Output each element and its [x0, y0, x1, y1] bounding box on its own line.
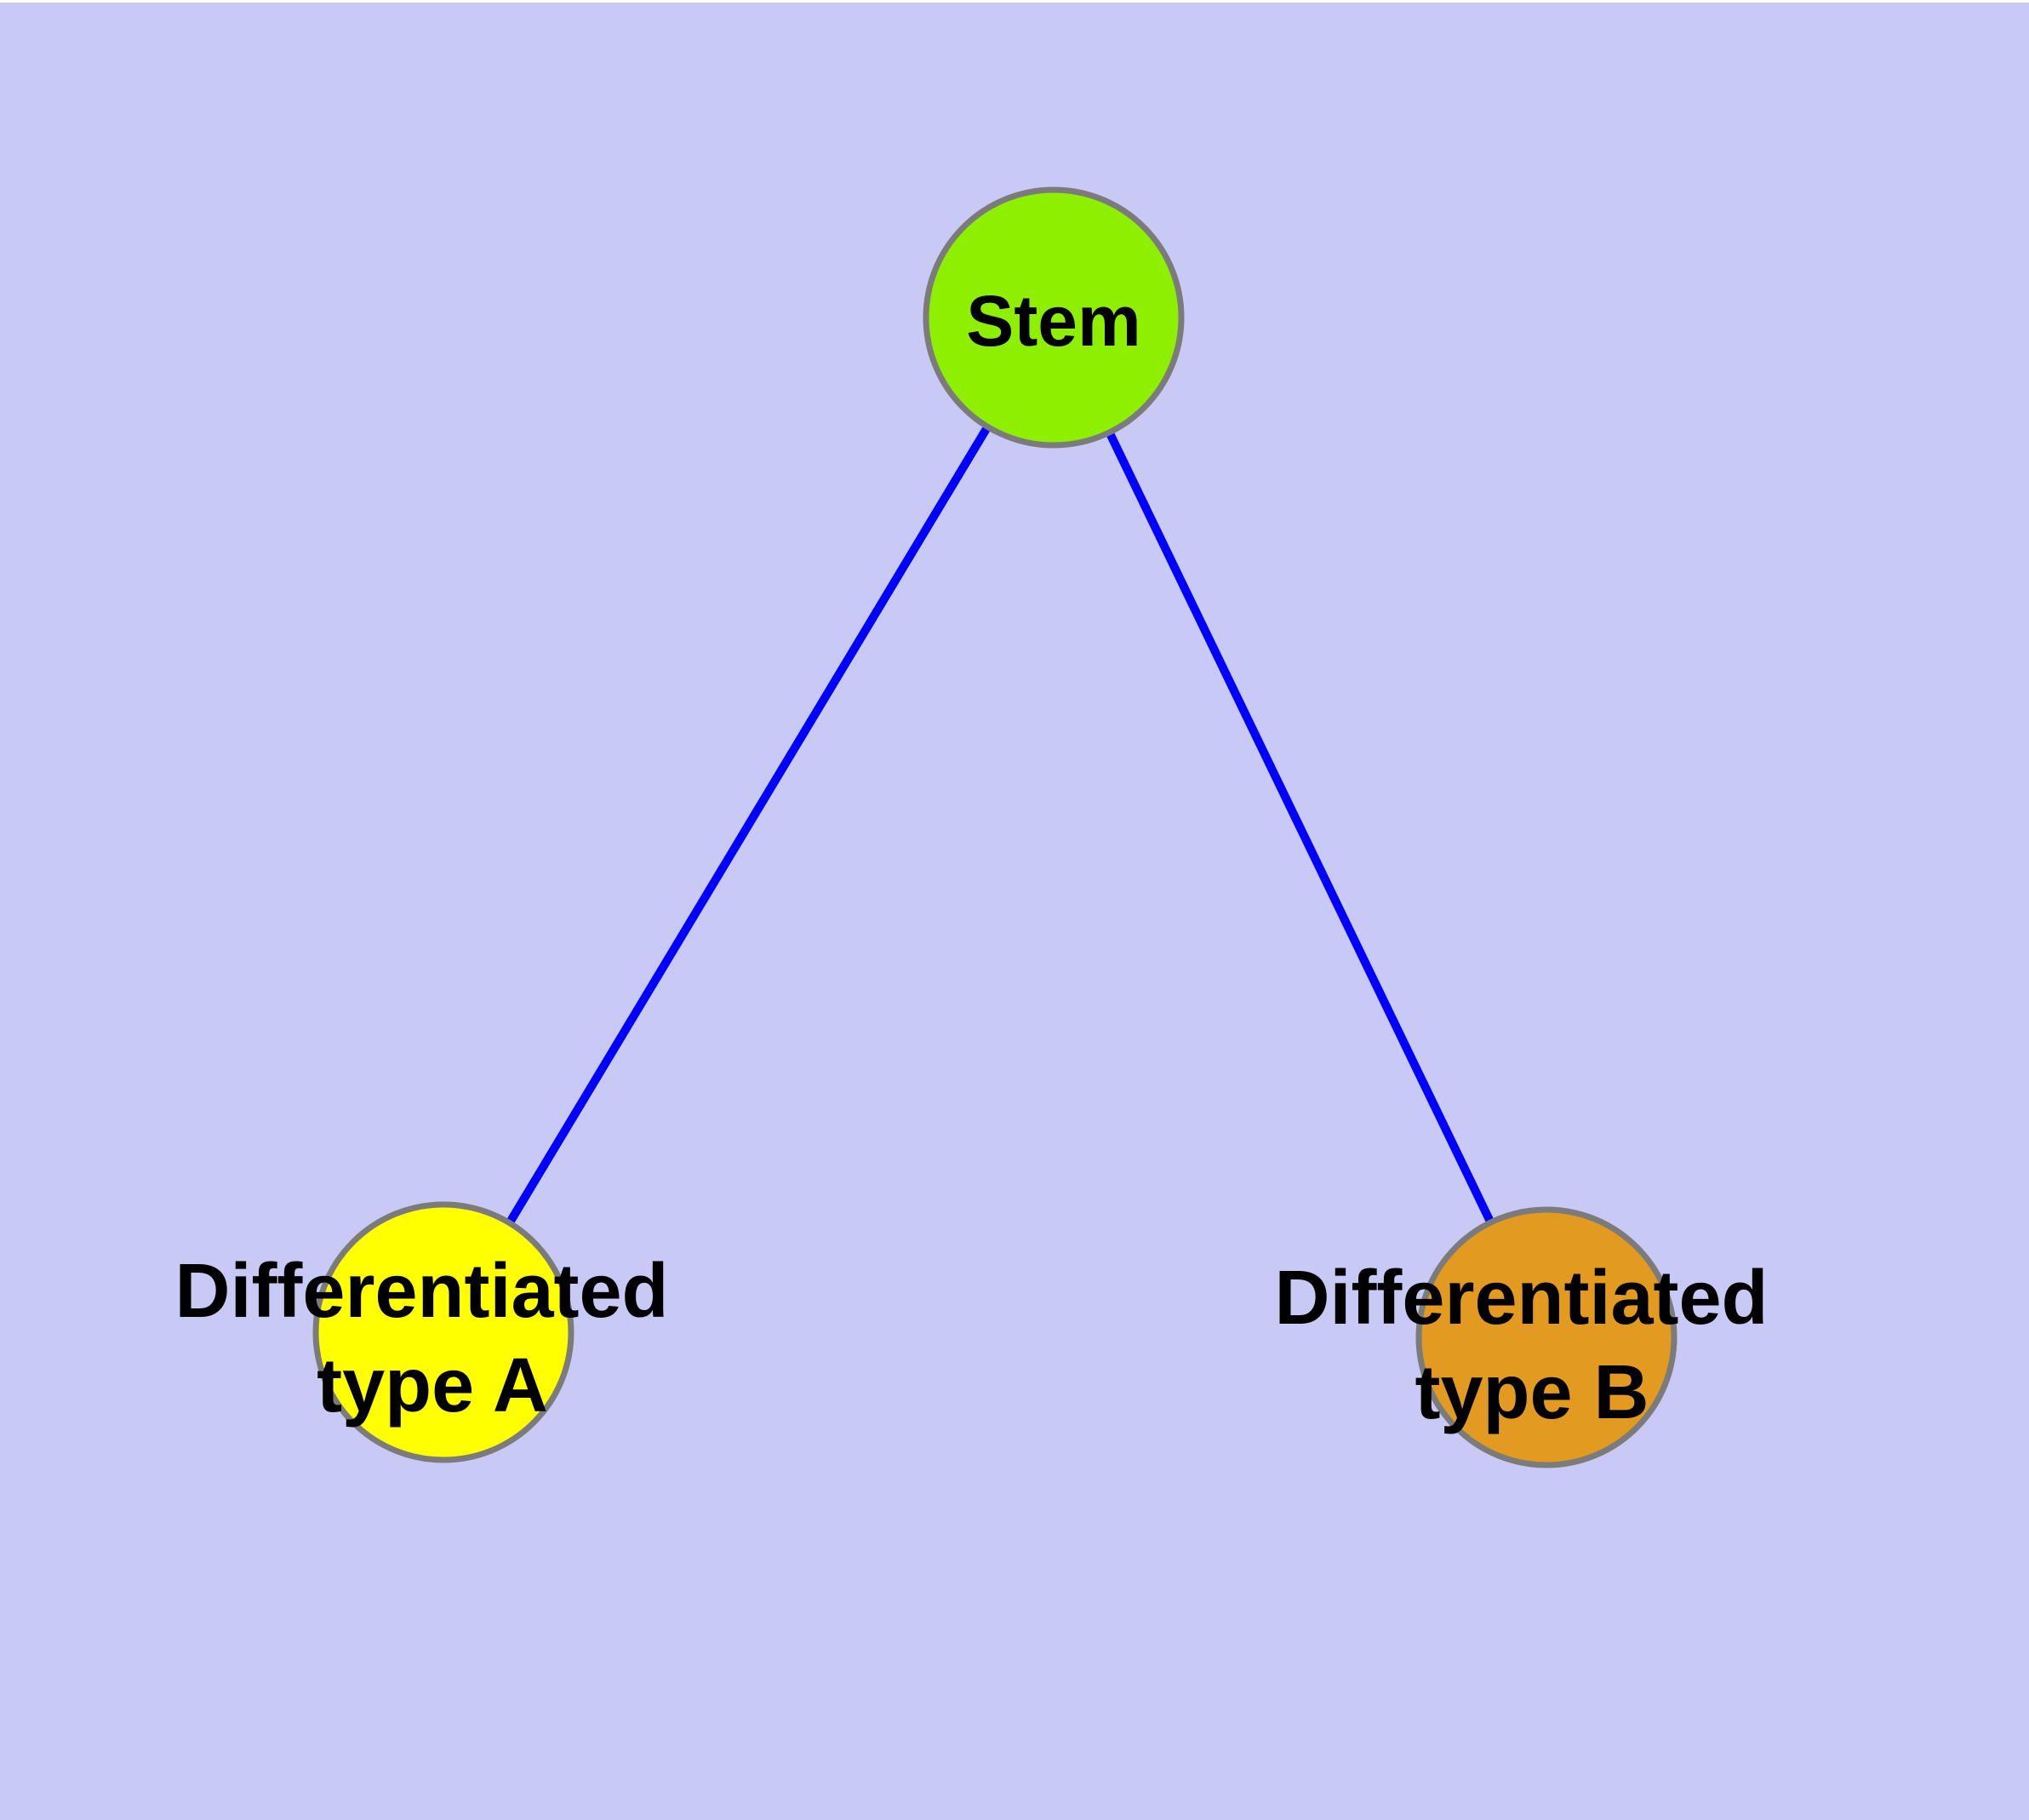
- node-circle-stem: [923, 186, 1185, 449]
- edge-stem-to-type-b: [1106, 431, 1495, 1224]
- node-circle-differentiated-type-a: [312, 1201, 574, 1463]
- node-label-differentiated-type-b-line2: type B: [1415, 1350, 1649, 1435]
- edge-stem-to-type-a: [506, 425, 992, 1225]
- node-label-differentiated-type-a: Differentiated type A: [174, 1249, 689, 1428]
- node-label-stem: Stem: [966, 281, 1140, 361]
- node-label-differentiated-type-b: Differentiated type B: [1274, 1256, 1789, 1435]
- node-label-differentiated-type-b-line1: Differentiated: [1274, 1256, 1768, 1341]
- node-label-differentiated-type-a-line1: Differentiated: [174, 1249, 668, 1334]
- node-label-differentiated-type-a-line2: type A: [317, 1343, 548, 1428]
- node-circle-differentiated-type-b: [1415, 1206, 1677, 1468]
